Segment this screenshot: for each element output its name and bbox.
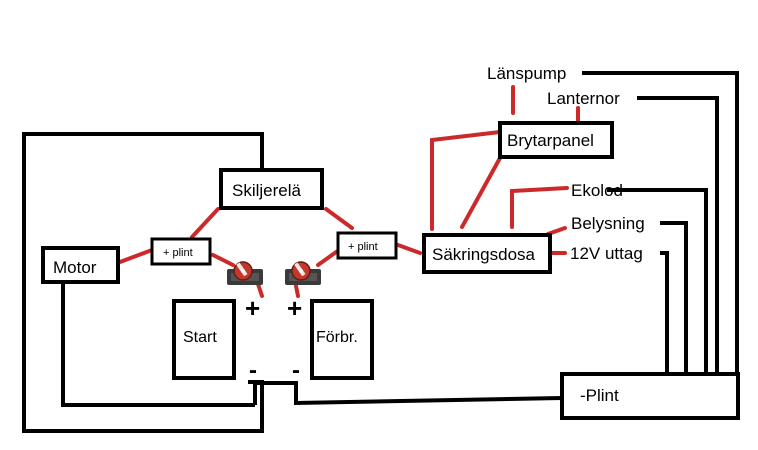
wire-relay-plint-right [324,207,354,230]
wire-sakring-brytar-diag [460,156,502,229]
lanspump-label: Länspump [487,64,566,83]
brytarpanel-box [498,121,614,159]
skiljerela-label: Skiljerelä [232,181,302,200]
motor-box [41,246,120,284]
wire-switch-left-start [256,282,264,298]
brytarpanel-label: Brytarpanel [507,131,594,150]
skiljerela-box [219,168,324,210]
start-battery-box [172,299,236,380]
start-label: Start [183,329,217,346]
plint-right-label: + plint [348,241,378,253]
wire-lanspump-return [582,71,739,372]
forbr-label: Förbr. [316,329,358,346]
battery-switch-icon[interactable] [285,261,321,285]
uttag-label: 12V uttag [570,244,643,263]
battery-switch-icon[interactable] [227,261,263,285]
minus-left-label: - [249,357,257,384]
wire-minus-bridge [253,381,563,406]
wire-motor-ground [61,283,255,407]
plint-right-box [336,231,398,260]
ekolod-label: Ekolod [571,181,623,200]
wire-ekolod-return [607,188,708,372]
minus-plint-label: -Plint [580,386,619,405]
minus-right-label: - [292,357,300,384]
plint-left-box [150,237,212,266]
wire-belysning-return [660,221,688,372]
wire-switch-right-forbr [294,284,300,298]
wire-plint-right-switch [316,248,341,267]
minus-plint-box [560,372,740,420]
wire-plint-relay [190,207,220,239]
wire-plint-switch-left [211,253,235,267]
wire-uttag-return [660,251,669,372]
plus-left-label: + [245,293,260,323]
wire-sakring-brytar-left [430,130,502,231]
motor-label: Motor [53,258,97,277]
wire-plint-right-sakring [396,243,422,255]
sakringsdosa-label: Säkringsdosa [432,245,536,264]
sakringsdosa-box [422,233,552,274]
lanternor-label: Lanternor [547,89,620,108]
belysning-label: Belysning [571,214,645,233]
wire-lanternor-return [637,96,719,372]
black-wires [22,71,739,433]
forbr-battery-box [310,299,374,380]
wire-sakring-ekolod [510,186,569,229]
wire-motor-plint [118,248,154,264]
plus-right-label: + [287,293,302,323]
plint-left-label: + plint [163,247,193,259]
